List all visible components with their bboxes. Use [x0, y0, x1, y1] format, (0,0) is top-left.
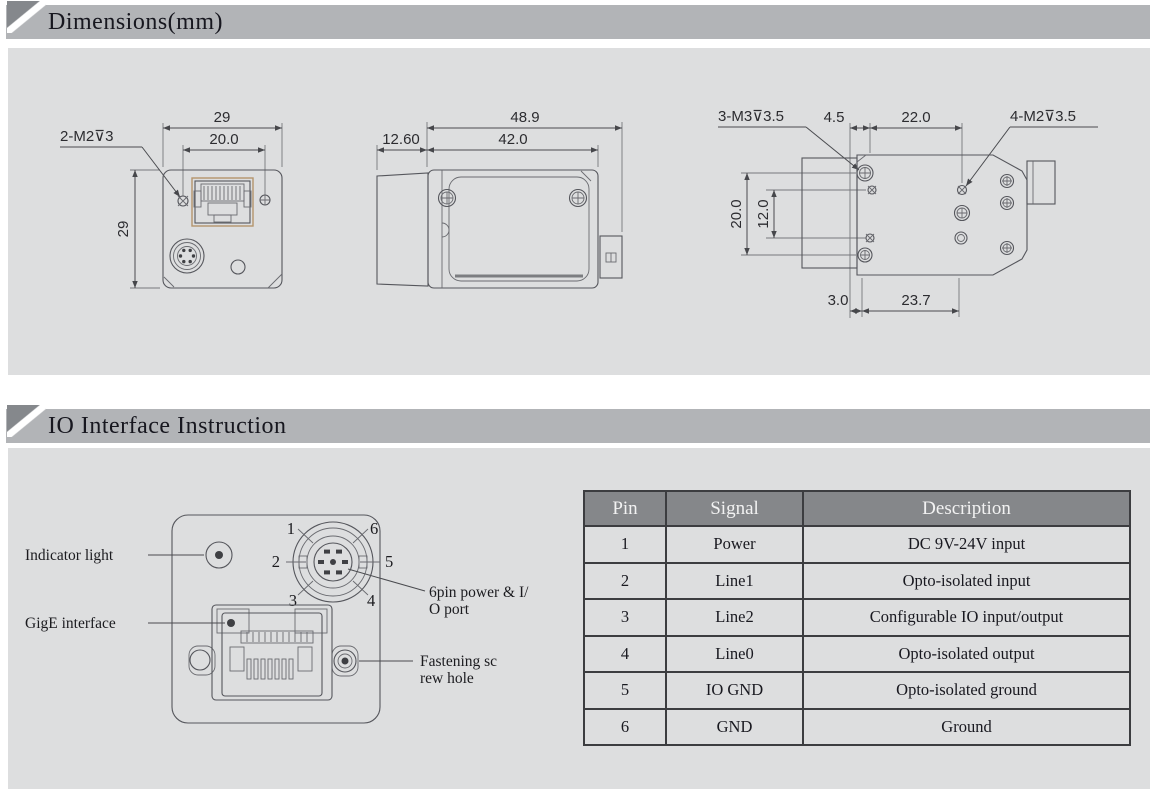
io-leader-lines [148, 554, 426, 662]
io-pin-table: Pin Signal Description 1 Power DC 9V-24V… [583, 490, 1131, 746]
description-cell: Configurable IO input/output [802, 598, 1131, 637]
top-view-connector [1026, 160, 1056, 205]
pin-number-1: 1 [287, 519, 295, 538]
dimensions-section-title: Dimensions(mm) [48, 9, 223, 35]
description-cell: DC 9V-24V input [802, 525, 1131, 564]
side-body-length-dim: 42.0 [498, 131, 527, 148]
back-view-screw-holes [177, 194, 271, 207]
col-header-pin: Pin [583, 490, 667, 527]
indicator-light [205, 541, 233, 569]
gige-rj45-module [188, 604, 359, 701]
io-diagram: 1 2 3 4 5 6 [25, 514, 529, 724]
pin-number-3: 3 [289, 591, 297, 610]
gige-interface-label: GigE interface [25, 615, 116, 632]
back-view-drawing: 29 20.0 29 2-M2⊽3 [60, 109, 283, 289]
top-bottom-offset-dim: 3.0 [828, 292, 849, 309]
table-row: 5 IO GND Opto-isolated ground [583, 671, 1131, 710]
description-cell: Ground [802, 707, 1131, 746]
side-view-dimension-lines [376, 122, 623, 232]
back-screw-note: 2-M2⊽3 [60, 128, 114, 145]
fastening-label-line1: Fastening sc [420, 653, 497, 670]
signal-cell: Line0 [665, 634, 804, 673]
back-view-power-connector [169, 238, 205, 274]
signal-cell: GND [665, 707, 804, 746]
back-height-dim: 29 [115, 221, 132, 238]
top-view-dimension-lines [718, 123, 1098, 318]
col-header-description: Description [802, 490, 1131, 527]
fastening-screw-hole [333, 649, 357, 673]
io-panel: 1 2 3 4 5 6 [8, 448, 1150, 789]
back-width-dim: 29 [214, 109, 231, 126]
top-view-front-plate [801, 157, 858, 269]
pin-cell: 5 [583, 671, 667, 710]
section-corner-icon [7, 405, 46, 437]
side-total-length-dim: 48.9 [510, 109, 539, 126]
top-left-outer-dim: 20.0 [728, 199, 745, 228]
back-view-dimension-lines [60, 123, 283, 289]
table-row: 6 GND Ground [583, 707, 1131, 746]
top-hole-spacing-dim: 22.0 [901, 109, 930, 126]
back-view-tripod-hole [230, 259, 246, 275]
side-view-connector [599, 235, 623, 279]
pin-number-5: 5 [385, 552, 393, 571]
pin-cell: 6 [583, 707, 667, 746]
side-front-depth-dim: 12.60 [382, 131, 420, 148]
pin-number-2: 2 [272, 552, 280, 571]
fastening-label-line2: rew hole [420, 670, 474, 687]
sixpin-label-line2: O port [429, 601, 470, 618]
section-corner-icon [7, 1, 46, 33]
top-view-drawing: 3-M3⊽3.5 4.5 22.0 4-M2⊽3.5 20.0 12.0 3.0… [718, 108, 1098, 318]
top-offset-dim: 4.5 [824, 109, 845, 126]
table-row: 2 Line1 Opto-isolated input [583, 561, 1131, 600]
io-section-title: IO Interface Instruction [48, 413, 287, 439]
signal-cell: Line2 [665, 598, 804, 637]
back-hole-spacing-dim: 20.0 [209, 131, 238, 148]
pin-number-6: 6 [370, 519, 378, 538]
top-screw-note-m3: 3-M3⊽3.5 [718, 108, 784, 125]
io-camera-body [171, 514, 381, 724]
signal-cell: IO GND [665, 671, 804, 710]
signal-cell: Line1 [665, 561, 804, 600]
table-header-row: Pin Signal Description [583, 490, 1131, 527]
side-view-lens [376, 172, 429, 287]
top-view-screw-holes [856, 164, 1015, 263]
sixpin-label-line1: 6pin power & I/ [429, 584, 529, 601]
pin-cell: 1 [583, 525, 667, 564]
dimensions-panel: 29 20.0 29 2-M2⊽3 [8, 48, 1150, 375]
description-cell: Opto-isolated ground [802, 671, 1131, 710]
indicator-light-label: Indicator light [25, 547, 114, 564]
back-view-rj45-port [191, 177, 254, 227]
side-view-screws [437, 188, 588, 208]
six-pin-connector [286, 521, 380, 603]
pin-number-4: 4 [367, 591, 375, 610]
table-row: 1 Power DC 9V-24V input [583, 525, 1131, 564]
dimensions-section-header: Dimensions(mm) [6, 1, 1150, 39]
signal-cell: Power [665, 525, 804, 564]
top-left-inner-dim: 12.0 [755, 199, 772, 228]
pin-cell: 4 [583, 634, 667, 673]
pin-cell: 2 [583, 561, 667, 600]
top-view-body-outline [856, 154, 1028, 276]
description-cell: Opto-isolated input [802, 561, 1131, 600]
col-header-signal: Signal [665, 490, 804, 527]
side-view-body [427, 169, 599, 289]
table-row: 4 Line0 Opto-isolated output [583, 634, 1131, 673]
io-section-header: IO Interface Instruction [6, 405, 1150, 443]
back-view-body-outline [162, 169, 283, 289]
dimensions-drawing: 29 20.0 29 2-M2⊽3 [60, 108, 1098, 318]
top-bottom-spacing-dim: 23.7 [901, 292, 930, 309]
side-view-drawing: 48.9 42.0 12.60 [376, 109, 623, 289]
top-screw-note-m2: 4-M2⊽3.5 [1010, 108, 1076, 125]
table-row: 3 Line2 Configurable IO input/output [583, 598, 1131, 637]
pin-cell: 3 [583, 598, 667, 637]
description-cell: Opto-isolated output [802, 634, 1131, 673]
